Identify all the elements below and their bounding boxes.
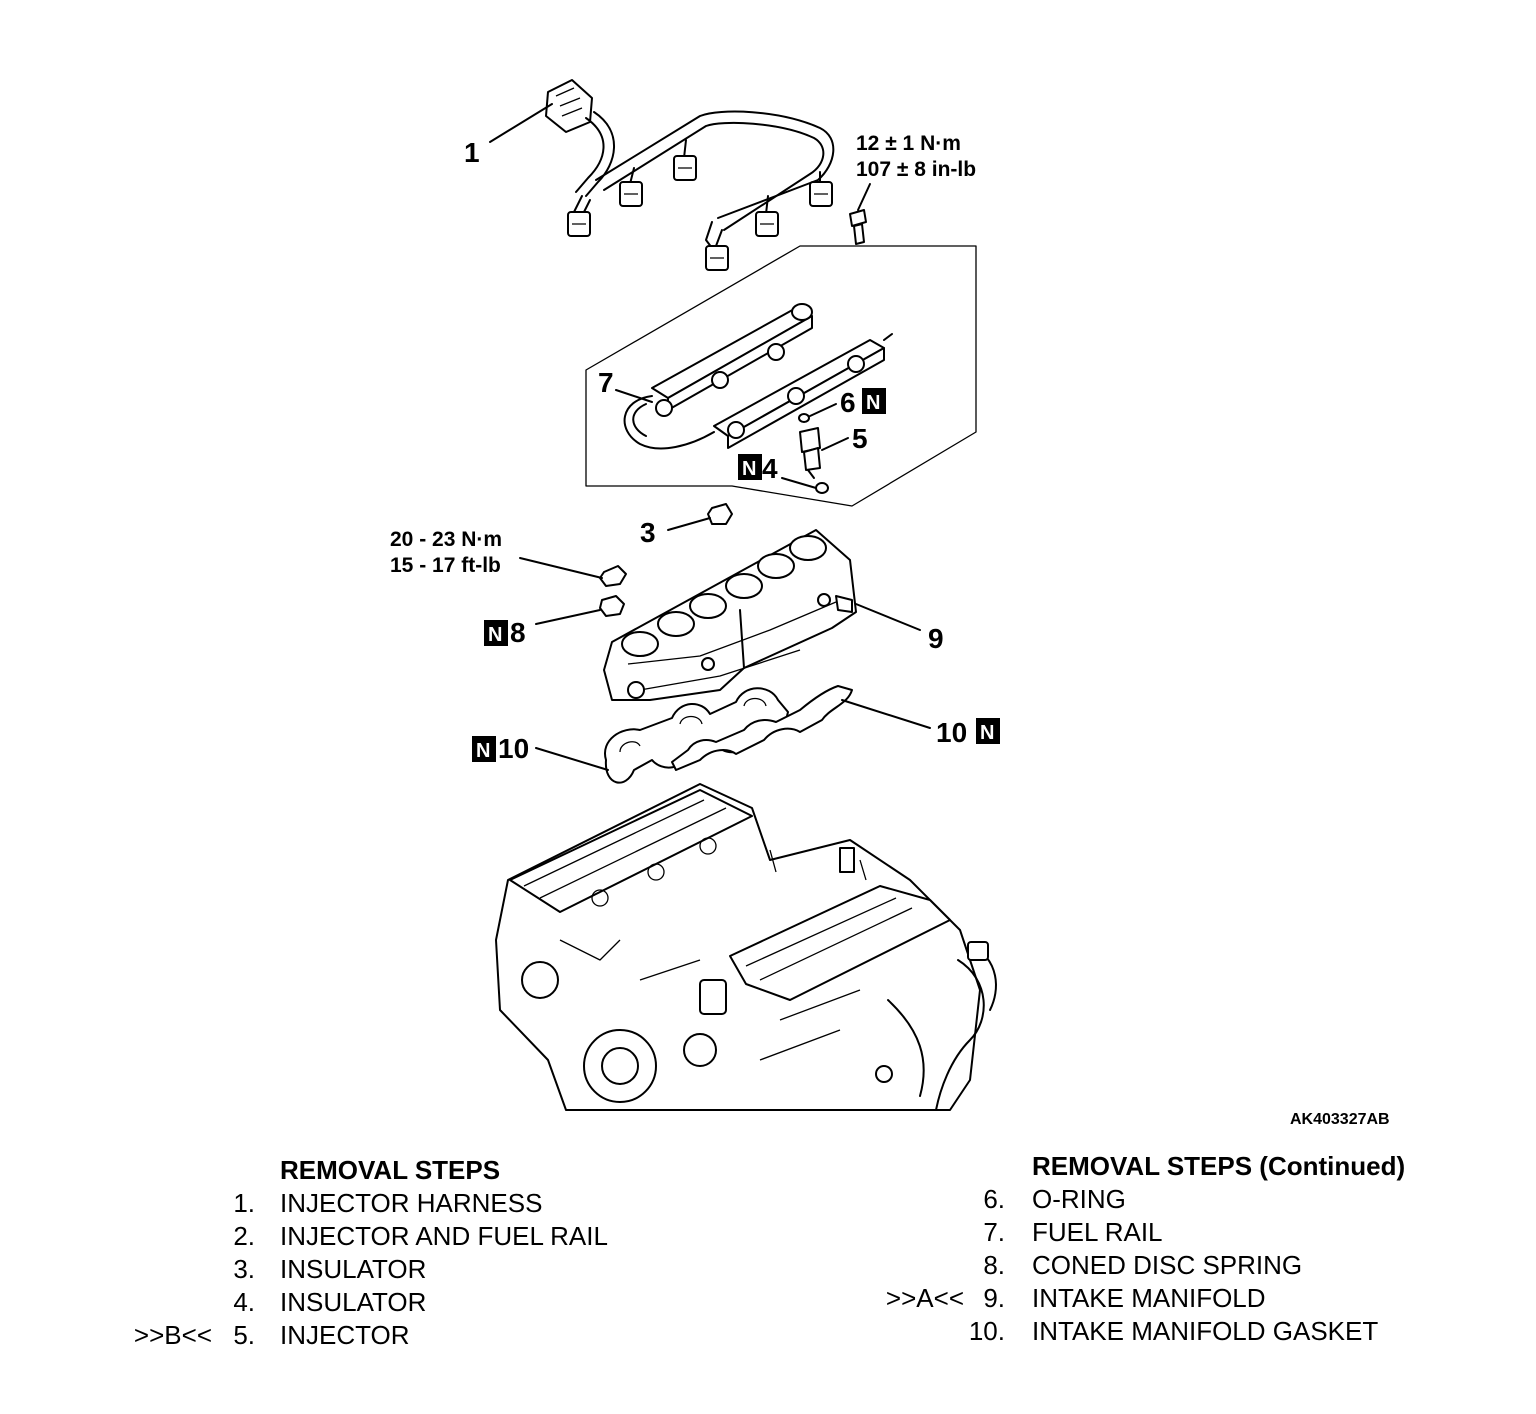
callout-10-left: 10: [498, 733, 529, 764]
new-part-mark: N: [488, 624, 502, 646]
step-text: INJECTOR AND FUEL RAIL: [280, 1221, 608, 1251]
torque-manifold-metric: 20 - 23 N·m: [390, 528, 502, 551]
new-part-mark: N: [742, 458, 756, 480]
step-text: INSULATOR: [280, 1254, 427, 1284]
o-ring: [798, 413, 810, 423]
step-text: O-RING: [1032, 1184, 1126, 1214]
fuel-rail-group-outline: [585, 245, 977, 507]
engine-block: [495, 783, 997, 1111]
step-text: INSULATOR: [280, 1287, 427, 1317]
callout-10-right: 10: [936, 717, 967, 748]
step-number: 1.: [233, 1188, 255, 1218]
exploded-view-diagram: 1 12 ± 1 N·m 107 ± 8 in-lb 7 6 N: [390, 79, 1390, 1128]
step-number: 9.: [983, 1283, 1005, 1313]
step-number: 4.: [233, 1287, 255, 1317]
step-number: 3.: [233, 1254, 255, 1284]
new-part-mark: N: [980, 722, 994, 744]
intake-manifold-gasket-right: [671, 685, 853, 771]
figure-id: AK403327AB: [1290, 1111, 1390, 1128]
step-number: 7.: [983, 1217, 1005, 1247]
callout-7: 7: [598, 367, 614, 398]
callout-6: 6: [840, 387, 856, 418]
step-item: 10. INTAKE MANIFOLD GASKET: [760, 1315, 1530, 1348]
step-text: INTAKE MANIFOLD GASKET: [1032, 1316, 1379, 1346]
callout-1: 1: [464, 137, 480, 168]
step-number: 10.: [968, 1316, 1005, 1346]
callout-5: 5: [852, 423, 868, 454]
callout-3: 3: [640, 517, 656, 548]
insulator-4: [815, 482, 829, 494]
step-number: 6.: [983, 1184, 1005, 1214]
new-part-mark: N: [476, 740, 490, 762]
step-text: INTAKE MANIFOLD: [1032, 1283, 1266, 1313]
callout-8: 8: [510, 617, 526, 648]
step-item: 8. CONED DISC SPRING: [760, 1249, 1530, 1282]
step-item: 2. INJECTOR AND FUEL RAIL: [0, 1220, 760, 1253]
step-text: CONED DISC SPRING: [1032, 1250, 1303, 1280]
step-number: 2.: [233, 1221, 255, 1251]
callout-9: 9: [928, 623, 944, 654]
step-text: INJECTOR HARNESS: [280, 1188, 543, 1218]
step-text: INJECTOR: [280, 1320, 410, 1350]
step-item: 4. INSULATOR: [0, 1286, 760, 1319]
removal-steps-left: REMOVAL STEPS 1. INJECTOR HARNESS 2. INJ…: [0, 1150, 760, 1400]
step-number: 5.: [233, 1320, 255, 1350]
step-item: >>B<< 5. INJECTOR: [0, 1319, 760, 1352]
step-item: 7. FUEL RAIL: [760, 1216, 1530, 1249]
torque-harness-metric: 12 ± 1 N·m: [856, 132, 961, 155]
step-item: 1. INJECTOR HARNESS: [0, 1187, 760, 1220]
fuel-rail-assembly: [623, 303, 893, 450]
step-number: 8.: [983, 1250, 1005, 1280]
removal-steps-right: REMOVAL STEPS (Continued) 6. O-RING 7. F…: [760, 1146, 1530, 1396]
removal-steps-heading: REMOVAL STEPS: [280, 1155, 501, 1185]
torque-manifold-imperial: 15 - 17 ft-lb: [390, 554, 501, 577]
new-part-mark: N: [866, 392, 880, 414]
harness-bolt: [849, 209, 867, 245]
injector: [799, 427, 821, 479]
torque-harness-imperial: 107 ± 8 in-lb: [856, 158, 976, 181]
removal-steps-continued-heading: REMOVAL STEPS (Continued): [1032, 1151, 1406, 1181]
step-marker: >>A<<: [885, 1283, 964, 1313]
callout-4: 4: [762, 453, 778, 484]
manifold-nut: [599, 565, 627, 587]
step-item: 6. O-RING: [760, 1183, 1530, 1216]
intake-manifold: [603, 529, 857, 701]
step-item: 3. INSULATOR: [0, 1253, 760, 1286]
coned-disc-spring: [599, 595, 625, 617]
insulator-3: [707, 503, 733, 525]
injector-harness: [545, 79, 835, 271]
step-text: FUEL RAIL: [1032, 1217, 1163, 1247]
step-marker: >>B<<: [133, 1320, 212, 1350]
step-item: >>A<< 9. INTAKE MANIFOLD: [760, 1282, 1530, 1315]
